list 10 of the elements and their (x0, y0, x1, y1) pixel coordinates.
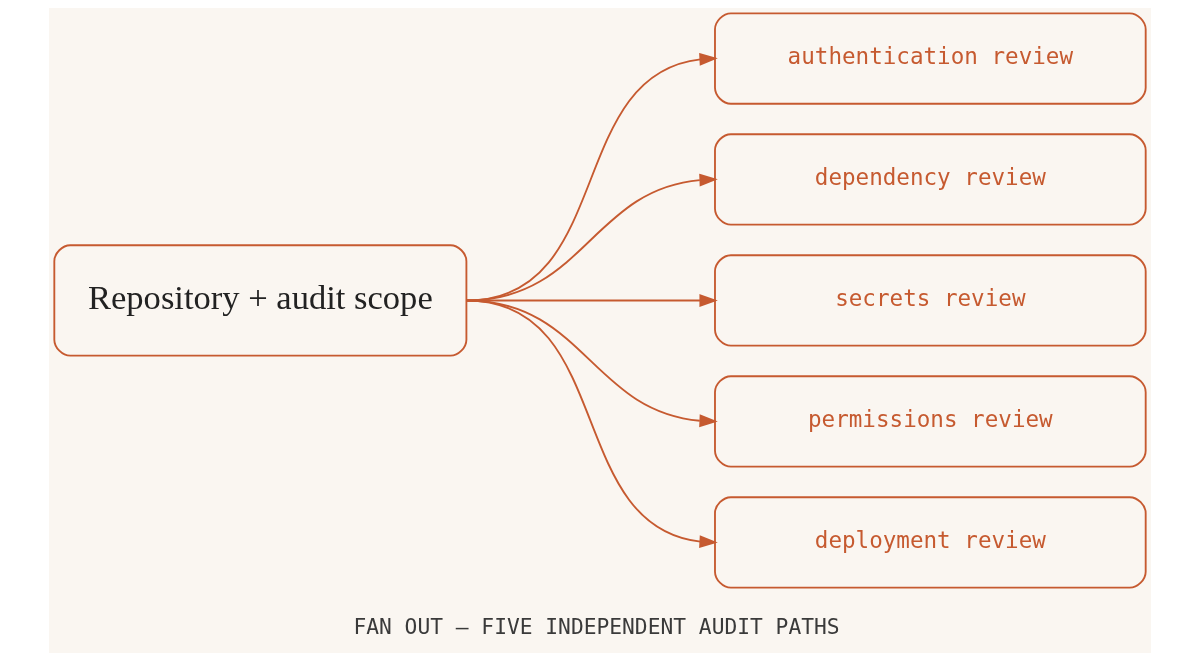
node-box: authentication review (714, 12, 1147, 105)
node-box: permissions review (714, 375, 1147, 468)
arrow (465, 299, 718, 548)
node-box: deployment review (714, 496, 1147, 589)
node-box: Repository + audit scope (53, 244, 468, 357)
arrow (465, 52, 718, 302)
node-box: secrets review (714, 254, 1147, 347)
node-box: dependency review (714, 133, 1147, 226)
caption: FAN OUT — FIVE INDEPENDENT AUDIT PATHS (353, 613, 840, 639)
arrow (465, 173, 718, 302)
